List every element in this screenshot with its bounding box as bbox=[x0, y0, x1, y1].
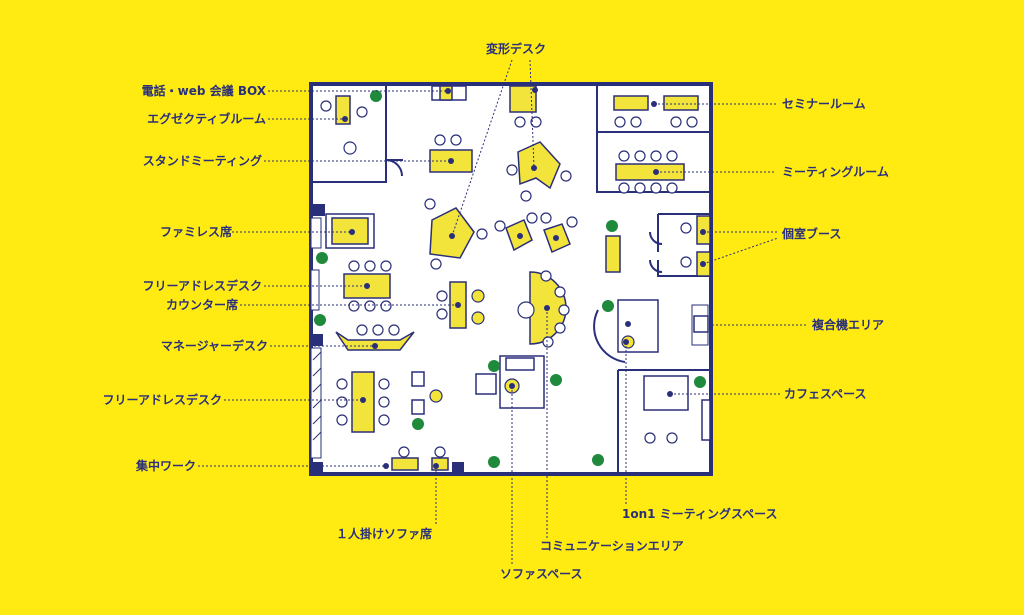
label-single-sofa: １人掛けソファ席 bbox=[336, 527, 433, 541]
marker-dots bbox=[342, 87, 706, 469]
plants bbox=[314, 90, 706, 468]
window-stripes bbox=[312, 351, 322, 441]
label-phone-box: 電話・web 会議 BOX bbox=[141, 84, 266, 98]
label-communication-area: コミュニケーションエリア bbox=[540, 539, 684, 553]
label-manager-desk: マネージャーデスク bbox=[160, 339, 268, 353]
label-focus-work: 集中ワーク bbox=[135, 459, 196, 473]
label-cafe-space: カフェスペース bbox=[784, 387, 867, 401]
wall-blocks bbox=[311, 204, 464, 474]
label-meeting-room: ミーティングルーム bbox=[782, 165, 889, 179]
label-executive-room: エグゼクティブルーム bbox=[147, 112, 266, 126]
chairs bbox=[320, 100, 698, 458]
label-seminar-room: セミナールーム bbox=[782, 97, 866, 111]
label-free-address-desk-2: フリーアドレスデスク bbox=[102, 393, 222, 407]
label-free-address-desk-1: フリーアドレスデスク bbox=[142, 279, 262, 293]
interior-walls bbox=[311, 84, 711, 474]
label-stand-meeting: スタンドミーティング bbox=[142, 154, 262, 168]
label-family-seat: ファミレス席 bbox=[159, 225, 232, 239]
label-1on1-meeting: 1on1 ミーティングスペース bbox=[622, 507, 778, 521]
label-sofa-space: ソファスペース bbox=[500, 567, 583, 581]
leader-lines bbox=[198, 59, 806, 566]
label-mfp-area: 複合機エリア bbox=[812, 318, 885, 332]
label-counter-seat: カウンター席 bbox=[165, 298, 238, 312]
label-irregular-desk: 変形デスク bbox=[486, 42, 547, 56]
label-private-booth: 個室ブース bbox=[782, 227, 842, 241]
